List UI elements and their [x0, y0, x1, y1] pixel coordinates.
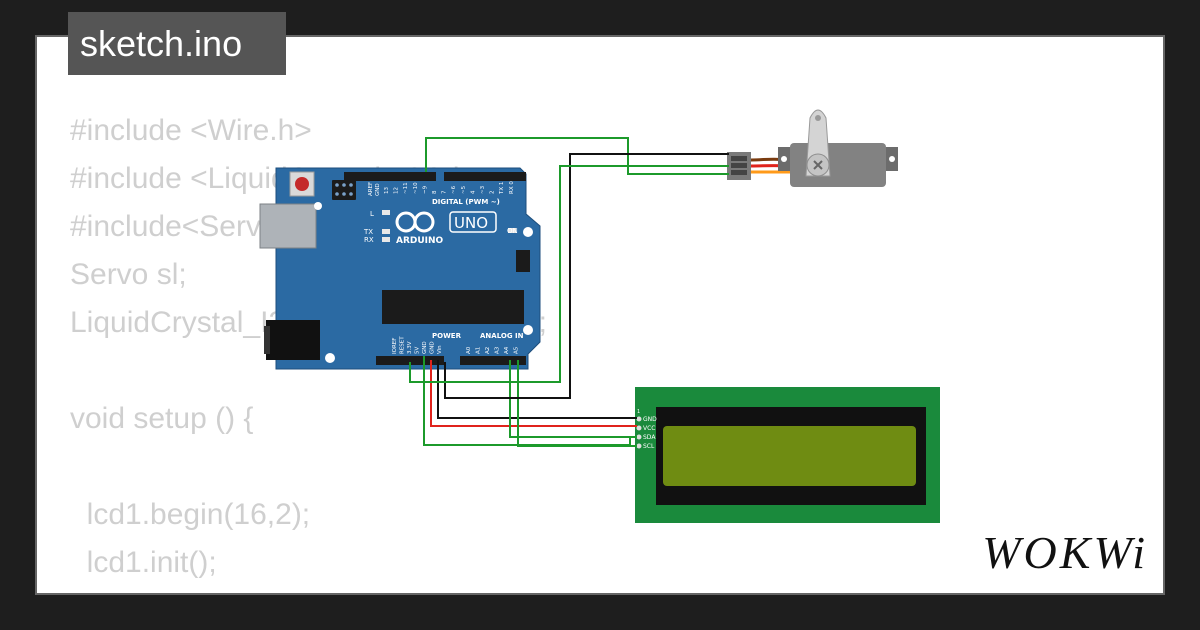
- pin-label: ~10: [413, 182, 419, 194]
- lcd-gnd-wire[interactable]: [437, 360, 637, 419]
- pin-label: A0: [466, 346, 472, 354]
- servo-shaft-icon: [813, 160, 823, 170]
- wires: [409, 137, 729, 447]
- analog-label: ANALOG IN: [480, 332, 524, 340]
- servo-body: [790, 143, 886, 187]
- pin-label: 12: [394, 187, 400, 194]
- lcd-scl-wire[interactable]: [517, 360, 637, 447]
- pin-label: RESET: [400, 336, 406, 354]
- pin-label: A1: [476, 347, 482, 354]
- code-background: #include <Wire.h>#include <LiquidCrystal…: [70, 107, 547, 593]
- pin-label: 5V: [415, 347, 421, 354]
- lcd-1602-i2c[interactable]: 1 GND VCC SDA SCL: [635, 387, 940, 523]
- led-tx: [382, 229, 390, 234]
- pin-label: 3.3V: [407, 341, 413, 354]
- pin-label: 4: [470, 190, 476, 194]
- servo-signal-wire[interactable]: [425, 137, 729, 175]
- code-line: void setup () {: [70, 402, 254, 435]
- pin-label: GND: [375, 183, 381, 196]
- filename-tab[interactable]: sketch.ino: [68, 12, 286, 75]
- pin-label: IOREF: [392, 338, 398, 354]
- pin-label: 2: [490, 191, 496, 195]
- code-line: lcd1.init();: [70, 546, 217, 579]
- pin-label: TX 1: [499, 182, 505, 195]
- tx-label: TX: [363, 228, 373, 236]
- digital-header-b[interactable]: [444, 172, 526, 181]
- pin-label: A2: [485, 347, 491, 354]
- mounting-hole: [523, 325, 533, 335]
- power-jack: [266, 320, 320, 360]
- rx-label: RX: [364, 236, 374, 244]
- preview-card: #include <Wire.h>#include <LiquidCrystal…: [35, 35, 1165, 595]
- pin-label: 7: [442, 190, 448, 194]
- lcd-pin-gnd: GND: [643, 416, 657, 423]
- pin-label: ~3: [480, 185, 486, 194]
- power-label: POWER: [432, 332, 462, 340]
- pin-label: 8: [432, 190, 438, 194]
- mounting-hole: [314, 202, 322, 210]
- pin-label: ~11: [403, 182, 409, 194]
- l-label: L: [370, 210, 374, 218]
- lcd-pin-number: 1: [637, 409, 640, 415]
- lcd-pin-header: [636, 416, 642, 449]
- board-model: UNO: [454, 214, 488, 232]
- pin-label: ~5: [461, 185, 467, 194]
- pin-label: A3: [495, 346, 501, 354]
- arduino-logo-text: ARDUINO: [396, 236, 444, 246]
- pin-label: RX 0: [509, 181, 515, 194]
- lcd-screen: [663, 426, 916, 486]
- digital-label: DIGITAL (PWM ~): [432, 198, 500, 206]
- usb-connector: [259, 203, 317, 249]
- mounting-hole: [523, 227, 533, 237]
- arduino-logo-icon: [395, 211, 435, 233]
- pin-label: 13: [384, 187, 390, 194]
- wokwi-logo: WOKWi: [982, 527, 1148, 578]
- lcd-pin-vcc: VCC: [643, 425, 655, 432]
- led-rx: [382, 237, 390, 242]
- code-line: lcd1.begin(16,2);: [70, 498, 311, 531]
- analog-header[interactable]: [460, 356, 526, 365]
- on-label: ON: [507, 227, 518, 235]
- pin-label: ~6: [451, 185, 457, 194]
- led-on: [508, 228, 516, 233]
- servo-motor[interactable]: [727, 109, 898, 187]
- pin-label: AREF: [368, 182, 374, 196]
- microcontroller-chip: [382, 290, 524, 324]
- pin-label: Vin: [437, 345, 443, 354]
- power-header[interactable]: [376, 356, 444, 365]
- pin-label: A5: [514, 346, 520, 354]
- pin-label: GND: [422, 341, 428, 354]
- arduino-uno-board[interactable]: ARDUINO UNO DIGITAL (PWM ~) POWER ANALOG…: [259, 167, 541, 370]
- code-line: #include <Wire.h>: [70, 114, 312, 147]
- servo-gnd-wire[interactable]: [444, 153, 729, 399]
- digital-header-a[interactable]: [344, 172, 436, 181]
- lcd-vcc-wire[interactable]: [430, 360, 637, 427]
- led-l: [382, 210, 390, 215]
- code-line: Servo sl;: [70, 258, 187, 291]
- pin-label: ~9: [422, 185, 428, 194]
- lcd-pin-scl: SCL: [643, 443, 655, 450]
- pin-label: A4: [504, 346, 510, 354]
- servo-power-wire[interactable]: [409, 165, 729, 383]
- pin-label: GND: [430, 341, 436, 354]
- icsp-header: [332, 180, 356, 200]
- mounting-hole: [325, 353, 335, 363]
- lcd-sda-wire[interactable]: [509, 360, 637, 438]
- lcd-pin-sda: SDA: [643, 434, 656, 441]
